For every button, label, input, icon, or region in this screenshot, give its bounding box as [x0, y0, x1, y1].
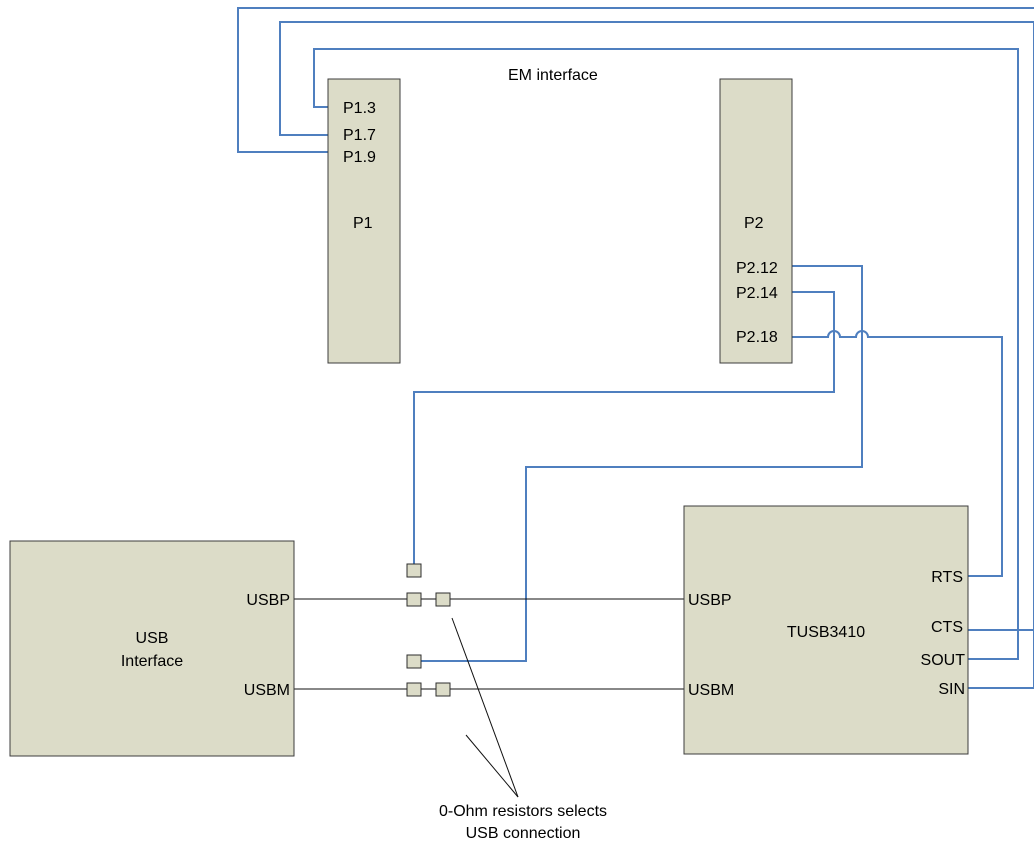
wire-p2-12 [414, 265, 863, 662]
p2-pin-12: P2.12 [736, 260, 778, 277]
usb-block-label-line1: USB [136, 630, 169, 647]
p1-pin-7: P1.7 [343, 127, 376, 144]
annotation-pointer-2 [465, 734, 519, 798]
wire-p1-7 [279, 21, 1034, 689]
tusb-pin-sout: SOUT [921, 652, 966, 669]
p1-connector [327, 78, 401, 364]
resistor-pad [406, 563, 422, 578]
p1-label: P1 [353, 215, 373, 232]
resistor-pad [406, 654, 422, 669]
diagram-title: EM interface [508, 67, 598, 84]
tusb-label: TUSB3410 [787, 624, 865, 641]
resistor-pad [435, 592, 451, 607]
wire-p1-9 [237, 7, 1034, 153]
usb-pin-usbm: USBM [244, 682, 290, 699]
zero-ohm-resistors [406, 563, 451, 697]
blue-wires [237, 7, 1034, 689]
tusb-pin-usbm: USBM [688, 682, 734, 699]
tusb3410-block [683, 505, 969, 755]
p1-pin-3: P1.3 [343, 100, 376, 117]
resistor-pad [406, 592, 422, 607]
wire-p2-18 [792, 330, 1003, 577]
tusb-pin-rts: RTS [931, 569, 963, 586]
p2-connector [719, 78, 793, 364]
tusb-pin-cts: CTS [931, 619, 963, 636]
usb-interface-block [9, 540, 295, 757]
p2-label: P2 [744, 215, 764, 232]
p1-pin-9: P1.9 [343, 149, 376, 166]
usb-pin-usbp: USBP [246, 592, 290, 609]
black-wires [294, 598, 684, 798]
resistor-pad [435, 682, 451, 697]
p2-pin-14: P2.14 [736, 285, 778, 302]
wire-p2-14 [413, 291, 835, 570]
tusb-pin-sin: SIN [938, 681, 965, 698]
usb-block-label-line2: Interface [121, 653, 183, 670]
resistor-pad [406, 682, 422, 697]
p2-pin-18: P2.18 [736, 329, 778, 346]
annotation-pointer-1 [451, 617, 519, 798]
annotation-line2: USB connection [466, 825, 581, 842]
tusb-pin-usbp: USBP [688, 592, 732, 609]
annotation-line1: 0-Ohm resistors selects [439, 803, 607, 820]
wire-p1-3 [313, 48, 1019, 660]
